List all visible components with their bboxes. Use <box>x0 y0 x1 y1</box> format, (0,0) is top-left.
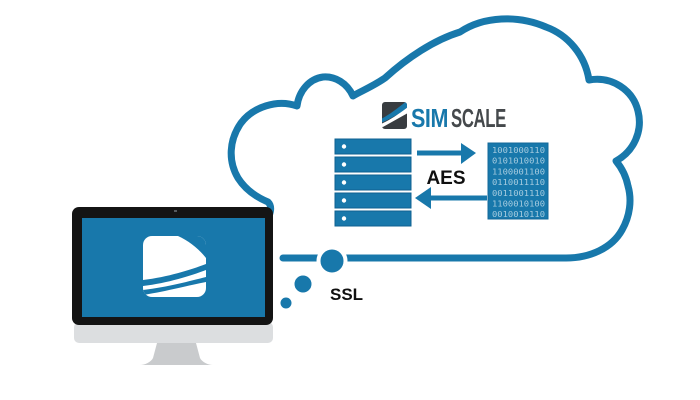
simscale-wordmark: SIM SCALE <box>411 103 506 133</box>
binary-line: 0101010010 <box>492 157 545 166</box>
server-led <box>341 162 347 167</box>
server-bar <box>334 210 412 227</box>
wordmark-scale: SCALE <box>451 103 506 133</box>
monitor-chin <box>74 322 273 343</box>
cloud-icon <box>227 15 643 262</box>
wordmark-sim: SIM <box>411 103 448 133</box>
binary-block: 1001000110 0101010010 1100001100 0110011… <box>487 142 549 220</box>
simscale-logo: SIM SCALE <box>382 102 507 133</box>
server-stack-icon <box>334 138 412 227</box>
screen-logo-mid-swoosh <box>143 264 206 286</box>
binary-line: 0011001110 <box>492 189 545 198</box>
screen-logo-low-swoosh <box>143 277 206 295</box>
aes-label: AES <box>426 168 465 189</box>
screen-logo <box>143 236 206 297</box>
camera-dot <box>174 210 177 212</box>
binary-line: 0110011110 <box>492 178 545 187</box>
logo-swoosh-white <box>382 107 407 128</box>
binary-line: 0010010110 <box>492 210 545 219</box>
server-bar <box>334 156 412 173</box>
screen-logo-corner-swoosh <box>178 236 206 258</box>
server-bar <box>334 174 412 191</box>
logo-swoosh-blue <box>382 102 407 123</box>
server-led <box>341 144 347 149</box>
server-bar <box>334 138 412 155</box>
server-bar <box>334 192 412 209</box>
arrow-left-head <box>415 187 431 209</box>
ssl-connection: SSL <box>276 245 363 313</box>
monitor-stand <box>140 343 213 365</box>
ssl-bubble-large <box>316 245 348 277</box>
binary-line: 1100001100 <box>492 167 545 176</box>
binary-line: 1001000110 <box>492 146 545 155</box>
arrow-right-icon <box>417 143 476 164</box>
server-led <box>341 198 347 203</box>
arrow-right-head <box>461 143 476 164</box>
binary-line: 1100010100 <box>492 200 545 209</box>
arrow-left-icon <box>415 187 487 209</box>
server-led <box>341 216 347 221</box>
ssl-bubble-medium <box>290 271 316 297</box>
binary-block-rect <box>487 142 549 220</box>
monitor-icon <box>72 207 273 365</box>
ssl-bubble-small <box>276 293 296 313</box>
ssl-label: SSL <box>330 285 363 304</box>
server-led <box>341 180 347 185</box>
